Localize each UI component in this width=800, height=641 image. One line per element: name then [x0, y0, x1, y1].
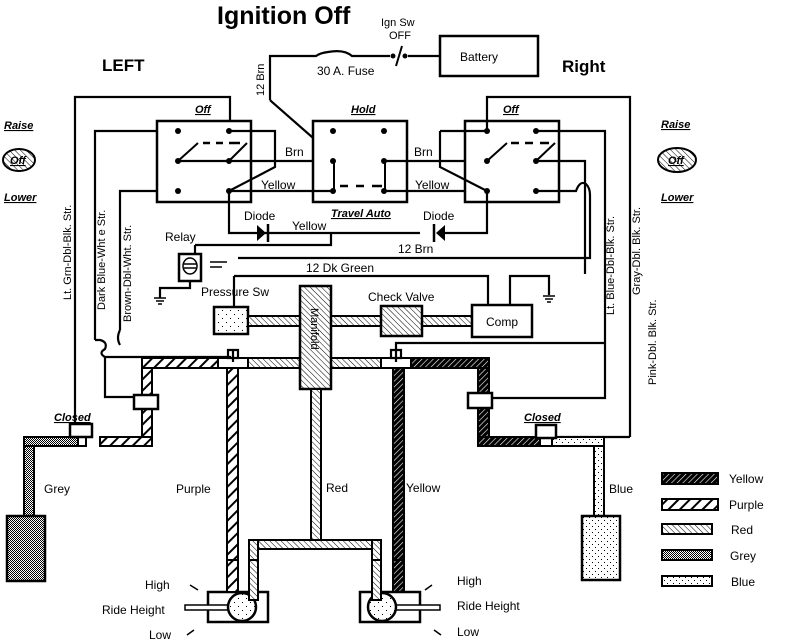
center-switch-state: Hold [351, 104, 376, 116]
right-low-label: Low [457, 625, 479, 639]
left-ride-height-label: Ride Height [102, 603, 165, 617]
right-height-control-valve: High Ride Height Low [358, 559, 520, 639]
right-air-bag-blue [580, 514, 622, 582]
line-label-red: Red [326, 481, 348, 495]
battery-box [438, 34, 540, 78]
left-switch-off: Off Brn Yellow [155, 104, 336, 235]
wire-label-lt-grn: Lt. Grn-Dbl-Blk. Str. [62, 205, 74, 300]
right-switch-off: Off [238, 95, 632, 437]
compressor-label: Comp [486, 315, 518, 329]
left-low-label: Low [149, 628, 171, 641]
wire-lt-grn-dbl-blk [73, 95, 232, 405]
pressure-switch [212, 305, 250, 336]
wire-label-12-dk-green: 12 Dk Green [306, 261, 374, 275]
left-valve-label: Closed [54, 412, 91, 424]
wire-label-lt-blue: Lt. Blue-Dbl-Blk. Str. [605, 216, 617, 315]
right-valve-label: Closed [524, 412, 561, 424]
fuse-wire [268, 50, 390, 100]
diode-right: Diode 12 Brn [398, 209, 455, 256]
diagram-title: Ignition Off [217, 2, 351, 30]
ground-icon [154, 297, 166, 305]
wire-label-gray: Gray-Dbl. Blk. Str. [631, 207, 643, 295]
ignition-switch-blade [395, 45, 403, 67]
wire-label-12-brn: 12 Brn [398, 242, 433, 256]
legend-swatch-grey [661, 549, 713, 561]
power-supply: Ign Sw OFF Battery 30 A. Fuse 12 Brn [255, 17, 540, 159]
fuse-label: 30 A. Fuse [317, 64, 375, 78]
ignition-switch-contact [402, 53, 408, 59]
wire-label-brn-left: Brn [285, 145, 304, 159]
right-rocker-knob[interactable] [657, 147, 697, 173]
line-label-blue: Blue [609, 482, 633, 496]
diode-left-label: Diode [244, 209, 276, 223]
legend-label-purple: Purple [729, 498, 764, 512]
line-label-yellow: Yellow [406, 481, 441, 495]
wire-label-yellow-diode: Yellow [292, 219, 327, 233]
legend-label-grey: Grey [730, 549, 756, 563]
legend-swatch-purple [661, 498, 719, 511]
relay: Relay [154, 230, 227, 305]
ignition-switch-state: OFF [389, 30, 411, 42]
left-height-control-valve: High Ride Height Low [102, 559, 270, 641]
check-valve [379, 304, 424, 338]
line-label-grey: Grey [44, 482, 70, 496]
check-valve-label: Check Valve [368, 290, 435, 304]
wire-label-yellow-left: Yellow [261, 178, 296, 192]
wire-pink-dbl-blk [485, 95, 632, 437]
wire-label-brown: Brown-Dbl-Wht. Str. [122, 225, 134, 322]
legend-swatch-yellow [661, 472, 719, 485]
ground-icon [543, 295, 555, 303]
right-raise-label: Raise [661, 119, 690, 131]
right-lower-label: Lower [661, 192, 694, 204]
ignition-switch-contact [390, 53, 396, 59]
left-lower-label: Lower [4, 192, 37, 204]
wire-gray-dbl-blk [536, 129, 607, 340]
left-side-label: LEFT [102, 56, 145, 75]
capacitor-icon [210, 261, 227, 268]
left-high-label: High [145, 578, 170, 592]
relay-label: Relay [165, 230, 196, 244]
legend-label-red: Red [731, 523, 753, 537]
wire-label-dark-blue: Dark Blue-Wht e Str. [96, 210, 108, 310]
right-rocker-switch[interactable]: Raise Off Lower [657, 119, 697, 204]
legend-label-blue: Blue [731, 575, 755, 589]
legend-label-yellow: Yellow [729, 472, 764, 486]
left-air-bag-grey [5, 514, 47, 583]
diode-right-label: Diode [423, 209, 455, 223]
right-high-label: High [457, 574, 482, 588]
diode-left: Diode Yellow [195, 209, 420, 247]
center-switch-sub-label: Travel Auto [331, 208, 391, 220]
wire-label-brn-right: Brn [414, 145, 433, 159]
left-switch-state: Off [195, 104, 212, 116]
line-label-purple: Purple [176, 482, 211, 496]
right-switch-state: Off [503, 104, 520, 116]
right-off-label: Off [668, 155, 685, 167]
right-ride-height-label: Ride Height [457, 599, 520, 613]
right-side-label: Right [562, 57, 606, 76]
left-rocker-knob[interactable] [2, 148, 36, 172]
pressure-switch-label: Pressure Sw [201, 285, 269, 299]
center-switch-hold: Hold Travel Auto Brn Yellow [230, 104, 490, 220]
ignition-switch-label: Ign Sw [381, 17, 415, 29]
manifold-label: Manifold [308, 308, 320, 350]
left-raise-label: Raise [4, 120, 33, 132]
battery-label: Battery [460, 50, 498, 64]
wire-dark-blue-wht [93, 129, 178, 340]
legend-swatch-red [661, 523, 713, 535]
wire-label-yellow-right: Yellow [415, 178, 450, 192]
legend-swatch-blue [661, 575, 713, 587]
wire-label-pink: Pink-Dbl. Blk. Str. [647, 299, 659, 385]
wire-label-12-brn-vertical: 12 Brn [255, 64, 267, 96]
left-rocker-switch[interactable]: Raise Off Lower [2, 120, 37, 204]
left-off-label: Off [10, 155, 27, 167]
compressor-box [470, 303, 534, 339]
legend: Yellow Purple Red Grey Blue [661, 472, 764, 589]
